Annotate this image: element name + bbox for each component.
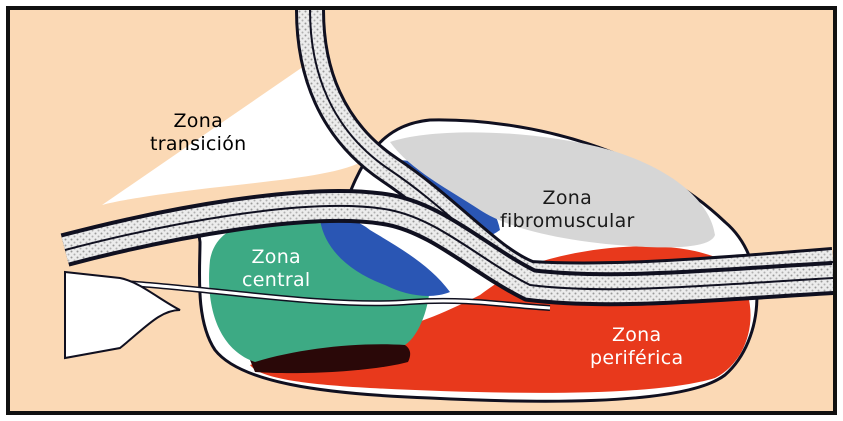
label-transicion: Zona transición — [150, 110, 247, 156]
label-line: periférica — [590, 347, 683, 370]
label-line: Zona — [500, 187, 635, 210]
label-line: fibromuscular — [500, 210, 635, 233]
label-line: Zona — [150, 110, 247, 133]
label-periferica: Zona periférica — [590, 324, 683, 370]
label-line: central — [242, 269, 310, 292]
label-central: Zona central — [242, 246, 310, 292]
label-fibromuscular: Zona fibromuscular — [500, 187, 635, 233]
label-line: Zona — [242, 246, 310, 269]
prostate-zones-diagram: Zona transición Zona fibromuscular Zona … — [6, 6, 837, 415]
diagram-svg — [10, 10, 833, 411]
label-line: Zona — [590, 324, 683, 347]
label-line: transición — [150, 133, 247, 156]
